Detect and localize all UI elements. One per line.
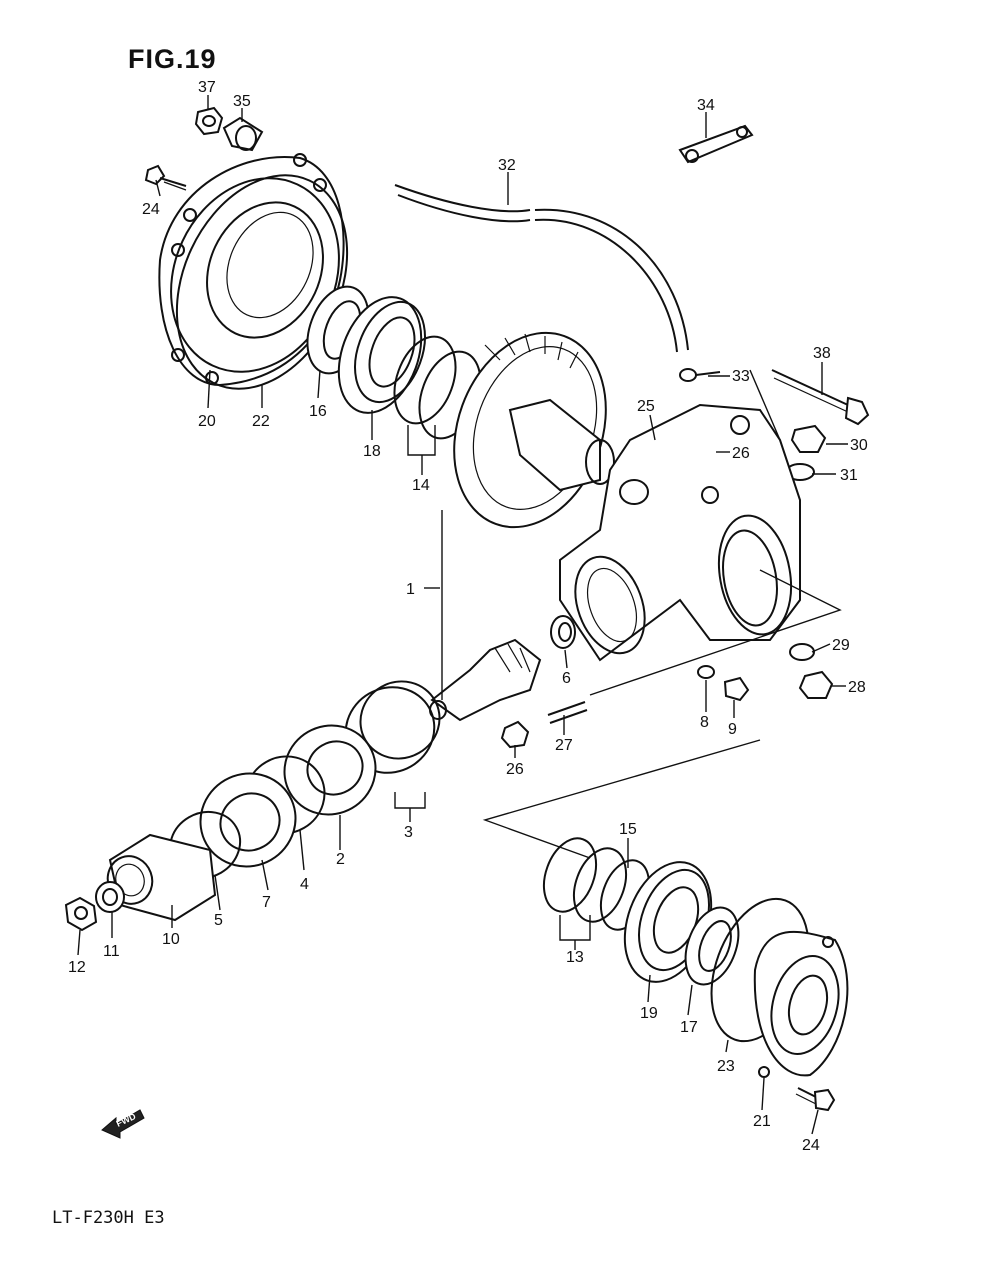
callout-19: 19	[640, 1005, 658, 1022]
callout-8: 8	[700, 714, 709, 731]
callout-12: 12	[68, 959, 86, 976]
callout-27: 26	[506, 761, 524, 778]
part-38-nut	[194, 106, 224, 136]
part-21-bearing-cover	[753, 930, 849, 1078]
part-36-bushing	[222, 116, 264, 152]
callout-6: 6	[562, 670, 571, 687]
model-label: LT-F230H E3	[52, 1208, 165, 1228]
part-13-shims	[542, 837, 628, 923]
leader-lines	[77, 95, 848, 1135]
part-11-washer	[95, 881, 125, 913]
figure-title: FIG.19	[128, 44, 217, 74]
callout-26: 26	[732, 445, 750, 462]
part-1-pinion-gear	[429, 638, 542, 722]
part-25-final-gear-case	[559, 403, 801, 662]
callout-33: 32	[498, 157, 516, 174]
callout-11: 11	[103, 943, 120, 960]
part-30-washer	[789, 643, 815, 661]
callout-38: 37	[198, 79, 216, 96]
part-33-breather-hose	[394, 184, 689, 353]
callout-35: 34	[697, 97, 715, 114]
callout-22: 22	[252, 413, 270, 430]
part-27-nut	[500, 720, 530, 749]
fwd-arrow-icon: FWD	[101, 1109, 145, 1139]
part-2-bearing	[283, 724, 377, 816]
callout-28: 27	[555, 737, 573, 754]
callout-labels: 37 35 24 34 32 20 22 16 18 14 38 33 25 3…	[68, 79, 868, 1154]
callout-20: 20	[198, 413, 216, 430]
part-31-plug	[790, 424, 827, 453]
part-18-bearing	[337, 296, 426, 414]
callout-7: 7	[262, 894, 271, 911]
callout-29: 28	[848, 679, 866, 696]
part-8-washer	[697, 665, 715, 679]
part-34-pin	[679, 368, 721, 382]
callout-30: 29	[832, 637, 850, 654]
callout-23: 23	[717, 1058, 735, 1075]
callout-32: 31	[840, 467, 858, 484]
callout-25: 25	[637, 398, 655, 415]
callout-13: 13	[566, 949, 584, 966]
callout-3: 3	[404, 824, 413, 841]
callout-24-bottom: 24	[802, 1137, 820, 1154]
part-29-plug	[798, 670, 834, 699]
final-driven-gear	[453, 331, 615, 529]
part-12-nut	[64, 896, 98, 932]
callout-17: 17	[680, 1019, 698, 1036]
part-24-bolt-bottom	[795, 1087, 836, 1112]
callout-37: 38	[813, 345, 831, 362]
callout-21: 21	[753, 1113, 771, 1130]
part-17-oil-seal	[684, 906, 740, 986]
part-37-bolt	[771, 369, 870, 426]
callout-16: 16	[309, 403, 327, 420]
callout-10: 10	[162, 931, 180, 948]
callout-34: 33	[732, 368, 750, 385]
callout-15: 15	[619, 821, 637, 838]
part-7-bearing	[199, 772, 297, 868]
callout-9: 9	[728, 721, 737, 738]
part-28-stud	[547, 701, 588, 724]
callout-14: 14	[412, 477, 430, 494]
callout-2: 2	[336, 851, 345, 868]
part-24-bolt-top	[144, 164, 187, 191]
callout-1: 1	[406, 581, 415, 598]
callout-4: 4	[300, 876, 309, 893]
part-6-bearing	[550, 615, 576, 649]
callout-24-top: 24	[142, 201, 160, 218]
callout-31: 30	[850, 437, 868, 454]
callout-5: 5	[214, 912, 223, 929]
callout-36: 35	[233, 93, 251, 110]
callout-18: 18	[363, 443, 381, 460]
part-35-clamp	[678, 124, 754, 164]
part-9-bolt	[723, 676, 750, 702]
